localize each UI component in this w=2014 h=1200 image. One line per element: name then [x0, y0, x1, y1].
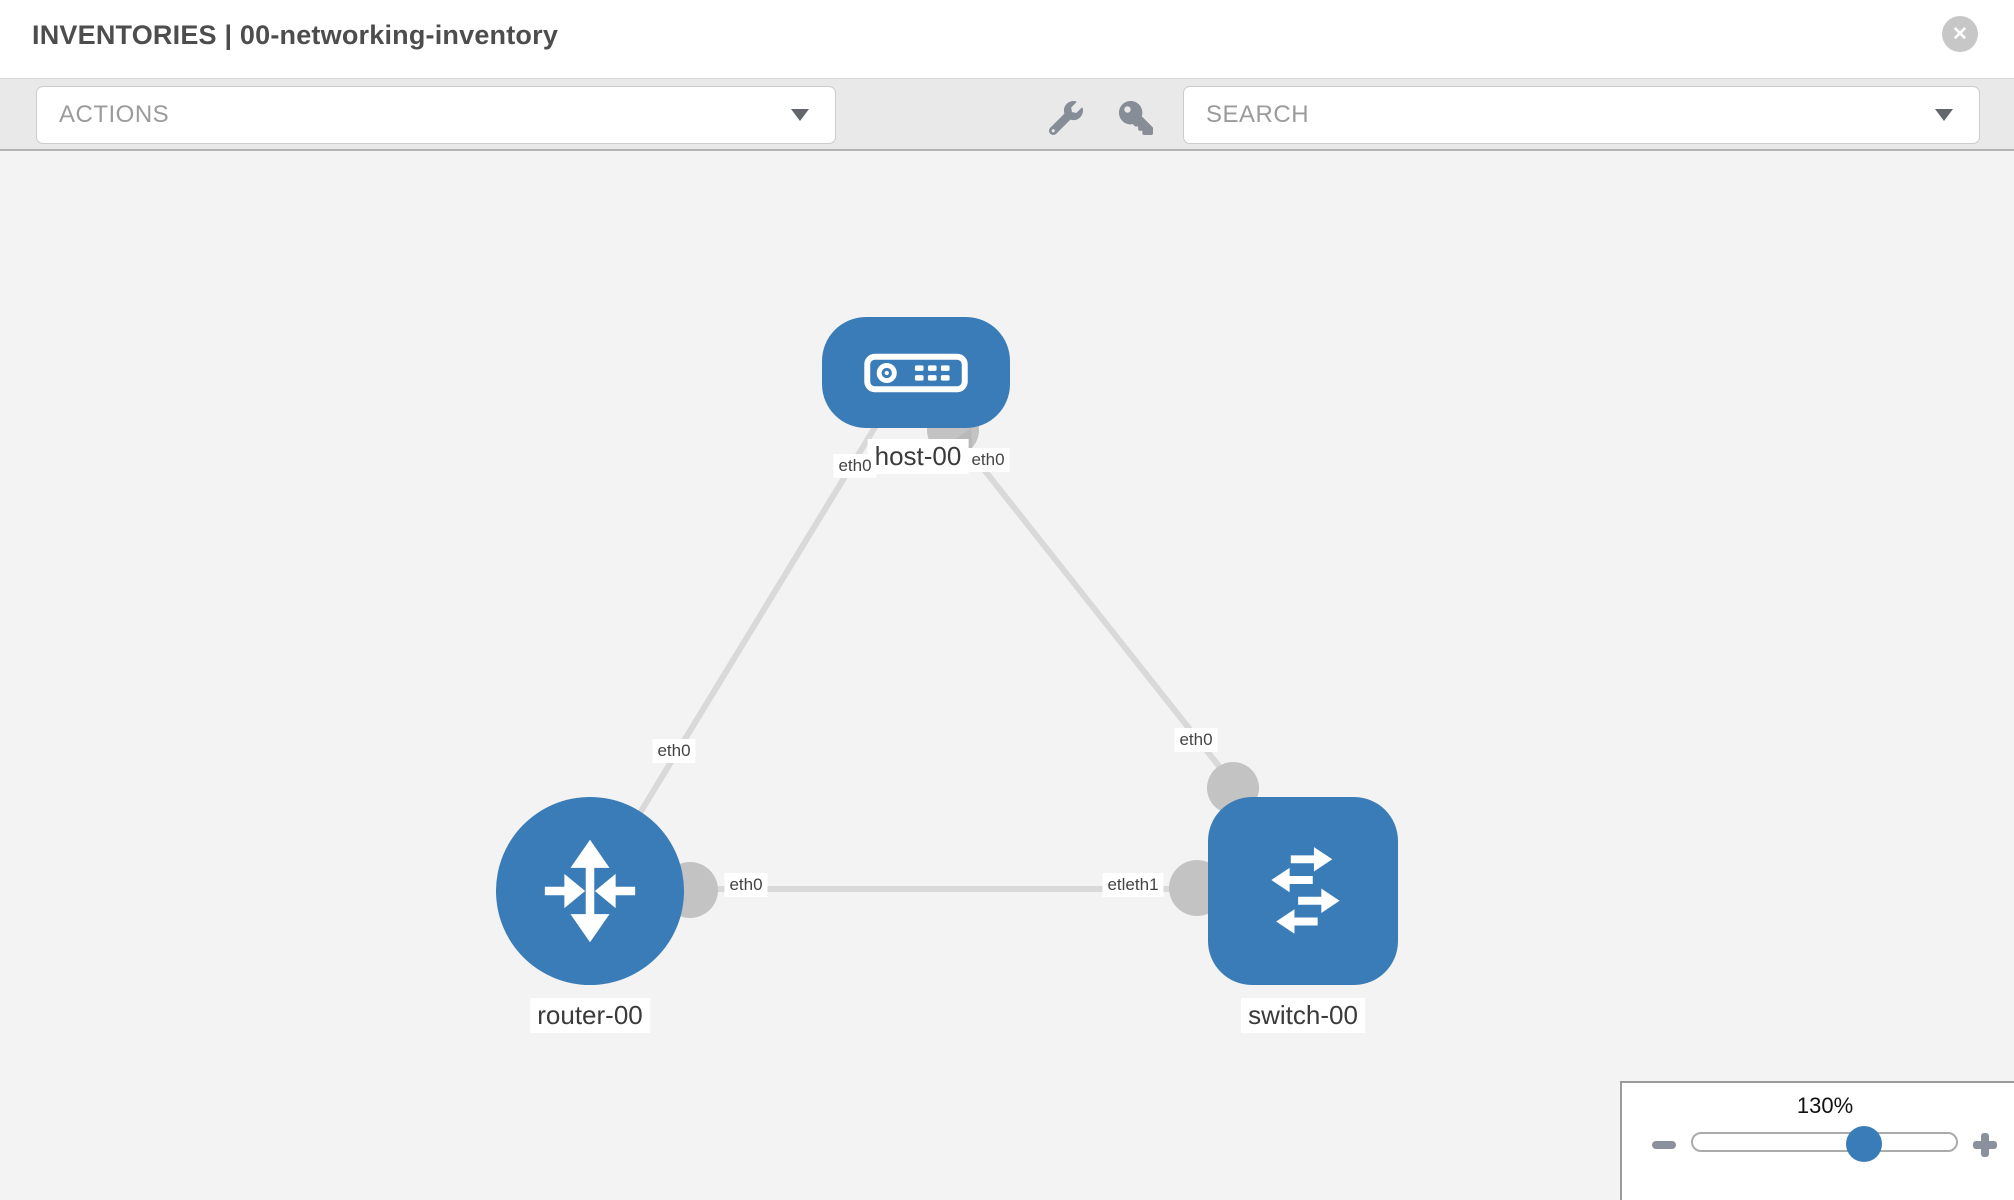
caret-down-icon — [1935, 109, 1953, 121]
interface-label-host-left: eth0 — [833, 454, 877, 478]
zoom-slider-track[interactable] — [1691, 1132, 1958, 1152]
interface-label-switch-uplink: eth0 — [1174, 728, 1218, 752]
zoom-slider-knob[interactable] — [1846, 1126, 1882, 1162]
page-title: INVENTORIES | 00-networking-inventory — [32, 20, 559, 50]
switch-icon — [1271, 847, 1340, 934]
topology-canvas[interactable]: host-00 router-00 switch-00 eth0 eth0 et… — [0, 151, 2014, 1200]
node-router-00[interactable] — [496, 797, 684, 985]
node-switch-00[interactable] — [1208, 797, 1398, 985]
zoom-out-minus-icon[interactable] — [1652, 1141, 1676, 1149]
interface-label-switch-left: etleth1 — [1102, 873, 1164, 897]
close-button[interactable]: ✕ — [1942, 16, 1978, 52]
topology-links — [612, 404, 1259, 918]
search-dropdown[interactable]: SEARCH — [1183, 86, 1980, 144]
key-icon[interactable] — [1119, 101, 1153, 135]
interface-label-router-uplink: eth0 — [652, 739, 696, 763]
search-dropdown-label: SEARCH — [1206, 101, 1310, 128]
header: INVENTORIES | 00-networking-inventory ✕ — [0, 0, 2014, 78]
node-host-00[interactable] — [822, 317, 1010, 428]
host-icon — [864, 353, 968, 392]
link-host-router — [612, 417, 883, 856]
caret-down-icon — [791, 109, 809, 121]
zoom-in-plus-icon[interactable] — [1973, 1133, 1997, 1157]
node-label-switch-00[interactable]: switch-00 — [1241, 998, 1365, 1033]
toolbar: ACTIONS SEARCH — [0, 78, 2014, 151]
zoom-level-value: 130% — [1796, 1093, 1854, 1118]
wrench-icon[interactable] — [1048, 101, 1083, 136]
actions-dropdown-label: ACTIONS — [59, 101, 170, 128]
interface-label-router-right: eth0 — [724, 873, 768, 897]
close-icon: ✕ — [1952, 23, 1968, 45]
actions-dropdown[interactable]: ACTIONS — [36, 86, 836, 144]
zoom-control-panel: 130% — [1620, 1081, 2014, 1200]
node-label-router-00[interactable]: router-00 — [530, 998, 650, 1033]
router-icon — [544, 839, 636, 943]
interface-label-host-right: eth0 — [966, 448, 1010, 472]
node-label-host-00[interactable]: host-00 — [867, 439, 969, 474]
